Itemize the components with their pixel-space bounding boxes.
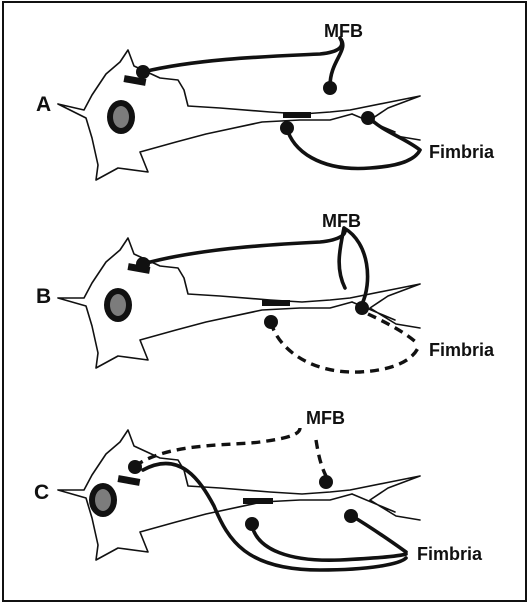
- panel-a-fimbria-fiber: [287, 118, 420, 168]
- panel-b-synapse-dendrite: [262, 300, 290, 306]
- panel-a-fimbria-terminal-2: [361, 111, 375, 125]
- panel-c-mfb-fiber: [135, 428, 326, 476]
- panel-b-fimbria-label: Fimbria: [429, 340, 495, 360]
- panel-c-mfb-terminal-dendrite: [319, 475, 333, 489]
- panel-b-label: B: [36, 285, 51, 308]
- panel-b: B MFB Fimbria: [36, 211, 495, 372]
- panel-a-mfb-terminal-dendrite: [323, 81, 337, 95]
- panel-b-mfb-terminal-dendrite: [355, 301, 369, 315]
- panel-c-fimbria-fiber-to-soma: [143, 463, 406, 570]
- panel-a-label: A: [36, 93, 51, 116]
- panel-c-fimbria-terminal-2: [344, 509, 358, 523]
- panel-c-fimbria-terminal-1: [245, 517, 259, 531]
- panel-b-mfb-terminal-soma: [136, 257, 150, 271]
- panel-a-fimbria-terminal-1: [280, 121, 294, 135]
- panel-c-mfb-terminal-soma: [128, 460, 142, 474]
- panel-a-fimbria-label: Fimbria: [429, 142, 495, 162]
- panel-c-mfb-label: MFB: [306, 408, 345, 428]
- panel-a-mfb-label: MFB: [324, 21, 363, 41]
- panel-a: A MFB Fimbria: [36, 21, 495, 180]
- panel-a-mfb-terminal-soma: [136, 65, 150, 79]
- panel-c-fimbria-fiber: [252, 516, 406, 560]
- panel-b-mfb-fiber: [143, 228, 368, 304]
- panel-c-label: C: [34, 481, 49, 504]
- panel-b-fimbria-fiber: [271, 314, 418, 372]
- panel-c: C MFB Fimbria: [34, 408, 483, 570]
- panel-c-synapse-soma: [117, 475, 140, 486]
- panel-c-fimbria-label: Fimbria: [417, 544, 483, 564]
- panel-c-synapse-dendrite: [243, 498, 273, 504]
- panel-b-fimbria-terminal: [264, 315, 278, 329]
- panel-b-mfb-label: MFB: [322, 211, 361, 231]
- panel-a-synapse-dendrite: [283, 112, 311, 118]
